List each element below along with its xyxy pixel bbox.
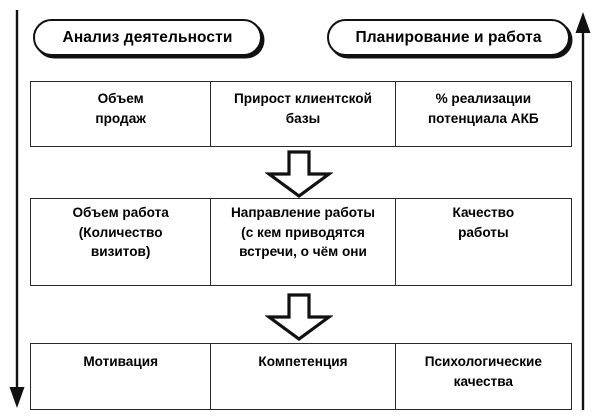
down-block-arrow-icon [265, 150, 333, 198]
table-cell: Компетенция [210, 344, 396, 409]
pill-analysis-label: Анализ деятельности [62, 28, 233, 46]
left-flow-arrow-down-icon [9, 10, 25, 408]
down-block-arrow-icon [265, 293, 333, 341]
pill-analysis-deyatelnosti[interactable]: Анализ деятельности [33, 19, 262, 56]
table-cell: Мотивация [83, 354, 158, 369]
pill-planning-label: Планирование и работа [355, 28, 542, 46]
right-flow-arrow-up-icon [575, 12, 591, 410]
pill-planirovanie-i-rabota[interactable]: Планирование и работа [327, 19, 570, 56]
